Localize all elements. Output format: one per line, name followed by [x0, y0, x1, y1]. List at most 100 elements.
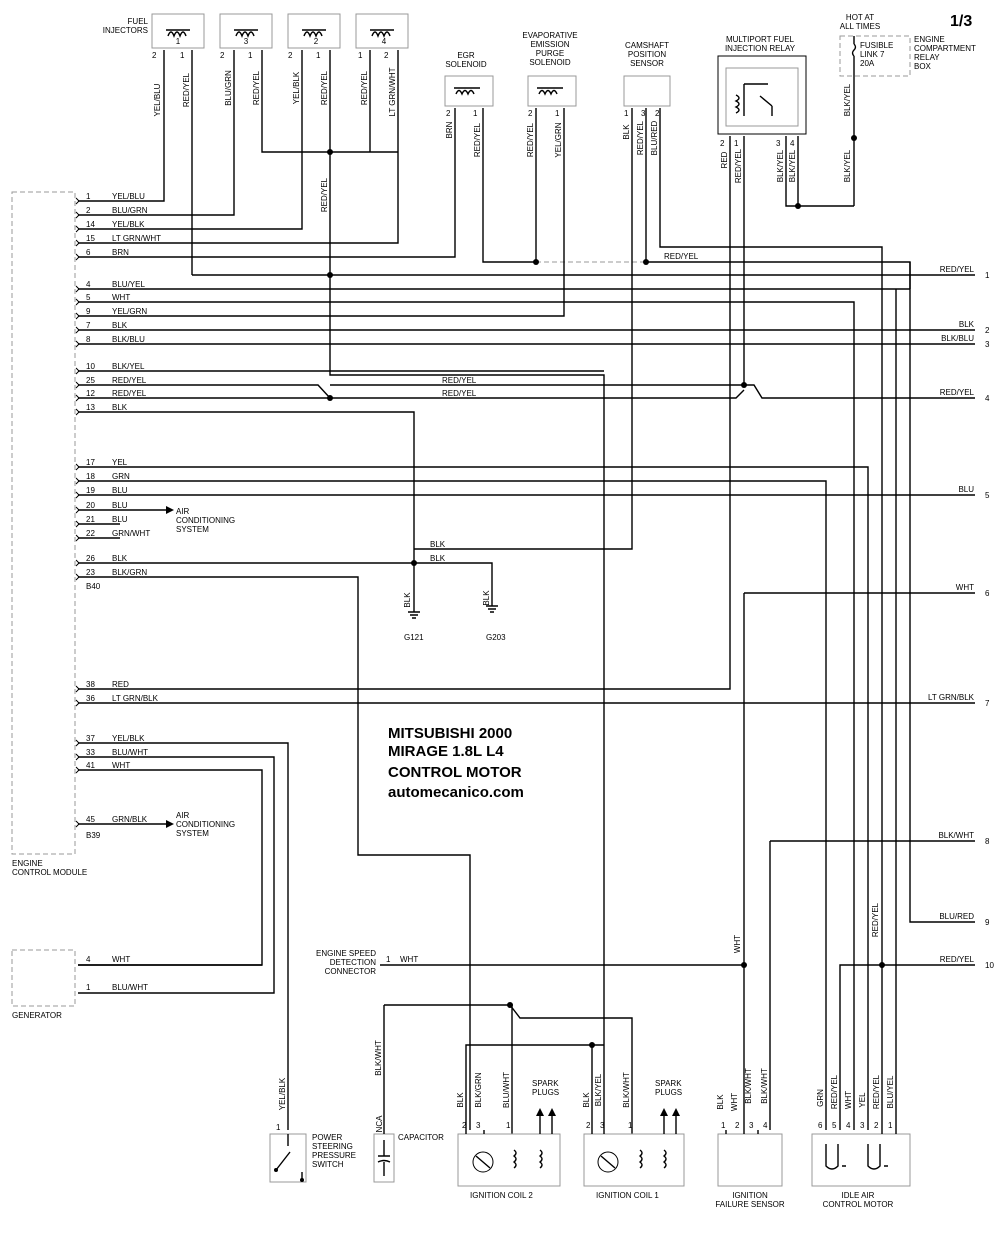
svg-text:RED/YEL: RED/YEL	[360, 70, 369, 105]
svg-text:RED/YEL: RED/YEL	[872, 1074, 881, 1109]
svg-text:1: 1	[86, 983, 91, 992]
ignition-coil-1-label: IGNITION COIL 1	[596, 1191, 659, 1200]
svg-text:WHT: WHT	[730, 1093, 739, 1111]
ecm-pin-wire: GRN	[112, 472, 130, 481]
ecm-pin-wire: BRN	[112, 248, 129, 257]
right-edge-wire: BLK/BLU	[941, 334, 974, 343]
injector-4-number: 4	[382, 37, 387, 46]
svg-text:1: 1	[888, 1121, 893, 1130]
right-edge-wire: BLK/WHT	[938, 831, 974, 840]
title-line-1: MITSUBISHI 2000	[388, 725, 512, 742]
ecm-pin-number: 6	[86, 248, 91, 257]
right-edge-ref: 3	[985, 340, 990, 349]
right-edge-wire: RED/YEL	[940, 388, 975, 397]
ecm-pin-number: 14	[86, 220, 95, 229]
right-edge-ref: 7	[985, 699, 990, 708]
ac-arrow-2	[166, 820, 174, 828]
ecm-box	[11, 191, 76, 855]
right-edge-wire: RED/YEL	[940, 265, 975, 274]
svg-text:3: 3	[860, 1121, 865, 1130]
ecm-pin-wire: BLK	[112, 403, 128, 412]
ecm-pin-number: 2	[86, 206, 91, 215]
svg-text:BLU/WHT: BLU/WHT	[502, 1072, 511, 1108]
ecm-pin-number: 38	[86, 680, 95, 689]
ecm-pin-wire: BLU/WHT	[112, 748, 148, 757]
title-line-2: MIRAGE 1.8L L4	[388, 743, 504, 760]
ignition-coil-2	[457, 1133, 561, 1187]
svg-text:RED/YEL: RED/YEL	[830, 1074, 839, 1109]
connector-b40: B40	[86, 582, 101, 591]
injector-3-number: 3	[244, 37, 249, 46]
ecm-pin-number: 25	[86, 376, 95, 385]
injector-1-number: 1	[176, 37, 181, 46]
svg-text:1: 1	[316, 51, 321, 60]
svg-text:1: 1	[721, 1121, 726, 1130]
ecm-pin-wire: YEL/BLU	[112, 192, 145, 201]
title-line-4: automecanico.com	[388, 784, 524, 801]
svg-text:2: 2	[152, 51, 157, 60]
svg-text:RED/YEL: RED/YEL	[320, 70, 329, 105]
ecm-pin-wire: RED/YEL	[112, 376, 147, 385]
ecm-pin-number: 9	[86, 307, 91, 316]
svg-text:2: 2	[384, 51, 389, 60]
svg-text:2: 2	[874, 1121, 879, 1130]
ignition-coil-2-label: IGNITION COIL 2	[470, 1191, 533, 1200]
ecm-pin-wire: RED	[112, 680, 129, 689]
svg-text:BLK: BLK	[622, 124, 631, 140]
ecm-pin-number: 21	[86, 515, 95, 524]
svg-text:BLK: BLK	[716, 1094, 725, 1110]
svg-text:BLK/WHT: BLK/WHT	[744, 1068, 753, 1104]
ecm-pin-wire: YEL/BLK	[112, 734, 145, 743]
ecm-pin-number: 1	[86, 192, 91, 201]
svg-text:2: 2	[446, 109, 451, 118]
ecm-pin-wire: WHT	[112, 761, 130, 770]
ecm-pin-wire: GRN/BLK	[112, 815, 148, 824]
svg-text:3: 3	[749, 1121, 754, 1130]
svg-text:BLU/WHT: BLU/WHT	[112, 983, 148, 992]
svg-text:G203: G203	[486, 633, 506, 642]
svg-text:1: 1	[555, 109, 560, 118]
svg-text:WHT: WHT	[112, 955, 130, 964]
svg-text:BLK/GRN: BLK/GRN	[474, 1072, 483, 1107]
ecm-pin-number: 8	[86, 335, 91, 344]
svg-text:BLK/YEL: BLK/YEL	[843, 83, 852, 116]
svg-text:1: 1	[386, 955, 391, 964]
ecm-pin-number: 12	[86, 389, 95, 398]
svg-text:RED: RED	[720, 151, 729, 168]
ground-g121: G121 BLK	[403, 592, 424, 642]
svg-text:BLK/YEL: BLK/YEL	[594, 1073, 603, 1106]
ecm-pin-wire: YEL/GRN	[112, 307, 147, 316]
svg-text:BLK/YEL: BLK/YEL	[843, 149, 852, 182]
injector-1: 1	[151, 13, 205, 49]
svg-text:YEL/GRN: YEL/GRN	[554, 122, 563, 157]
svg-text:BLK/YEL: BLK/YEL	[776, 149, 785, 182]
ecm-pin-number: 33	[86, 748, 95, 757]
injector-3: 3	[219, 13, 273, 49]
ignition-coil-1	[583, 1133, 685, 1187]
svg-text:RED/YEL: RED/YEL	[442, 376, 477, 385]
ecm-pin-number: 22	[86, 529, 95, 538]
svg-text:BLK/YEL: BLK/YEL	[788, 149, 797, 182]
ecm-pin-number: 36	[86, 694, 95, 703]
ground-g203: G203 BLK	[482, 590, 506, 642]
right-edge-wire: LT GRN/BLK	[928, 693, 975, 702]
ecm-pin-wire: BLU/YEL	[112, 280, 145, 289]
ecm-pin-number: 18	[86, 472, 95, 481]
svg-text:G121: G121	[404, 633, 424, 642]
svg-text:WHT: WHT	[733, 935, 742, 953]
svg-text:3: 3	[776, 139, 781, 148]
svg-text:BLU/RED: BLU/RED	[650, 120, 659, 155]
svg-text:1: 1	[276, 1123, 281, 1132]
svg-text:4: 4	[763, 1121, 768, 1130]
svg-text:2: 2	[528, 109, 533, 118]
